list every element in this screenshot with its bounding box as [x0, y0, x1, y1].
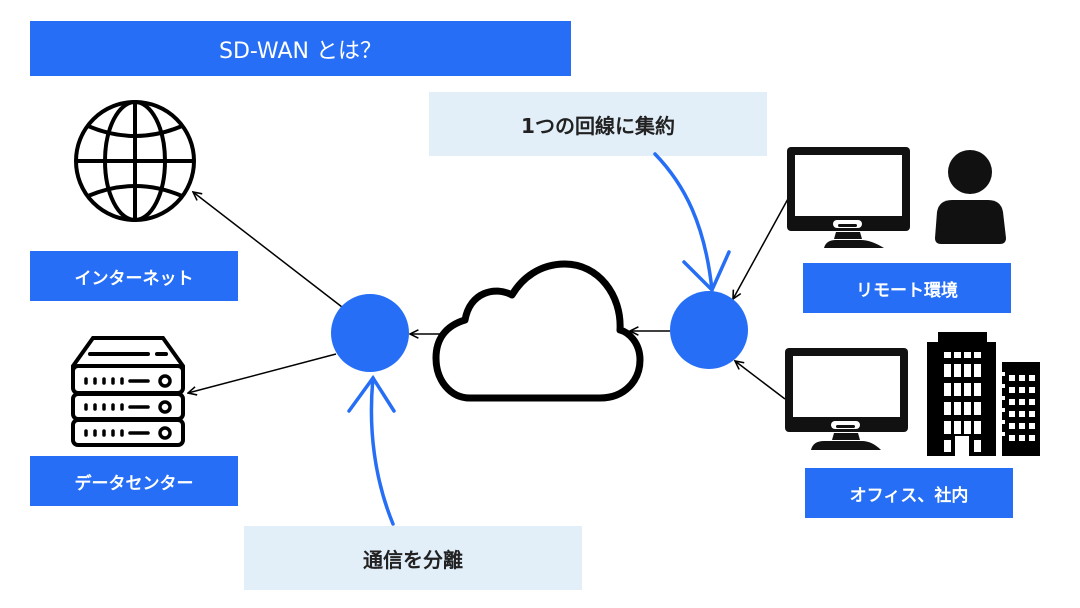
arrow-to-internet [193, 192, 343, 308]
label-office: オフィス、社内 [805, 468, 1013, 518]
arrow-office-to-node [735, 361, 786, 400]
label-internet: インターネット [30, 251, 238, 301]
blue-arrow-aggregate [653, 152, 731, 294]
sdwan-node-left [331, 294, 409, 372]
note-aggregate: 1つの回線に集約 [429, 92, 767, 156]
server-icon [71, 336, 185, 447]
arrow-remote-to-node [733, 196, 790, 299]
arrow-to-datacenter [188, 353, 337, 393]
label-datacenter: データセンター [30, 456, 238, 506]
building-icon [927, 332, 1040, 456]
label-remote: リモート環境 [803, 263, 1011, 313]
diagram-title: SD-WAN とは？ [30, 21, 571, 76]
globe-icon [74, 100, 196, 222]
blue-arrow-separate [347, 374, 396, 526]
cloud-icon [432, 260, 644, 402]
monitor-icon [787, 147, 910, 248]
sdwan-node-right [670, 291, 748, 369]
office-monitor-icon [785, 348, 908, 450]
note-separate: 通信を分離 [244, 526, 582, 590]
user-icon [935, 150, 1006, 244]
